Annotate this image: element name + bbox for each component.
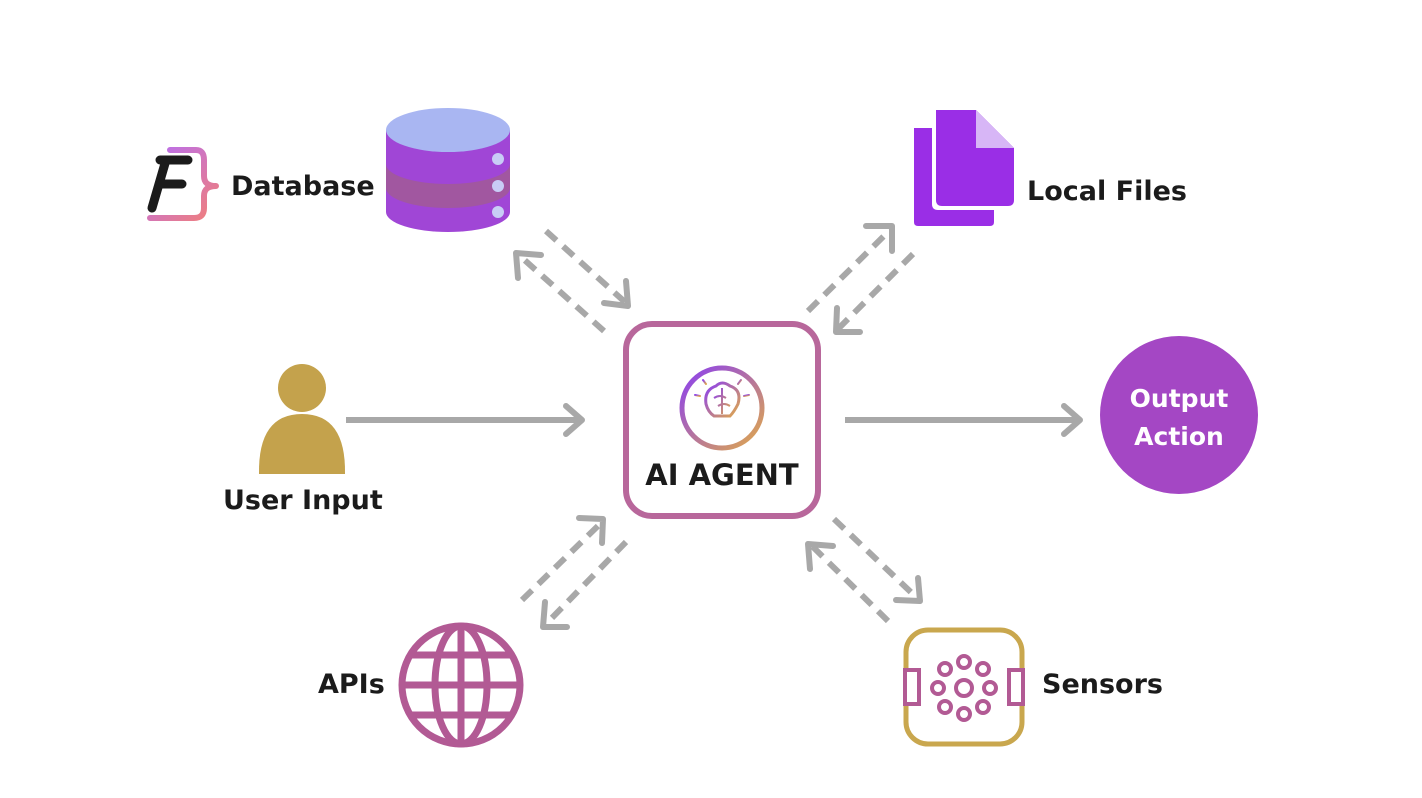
arrow-agent-to-sensors [831,516,923,604]
user-icon [258,364,346,474]
arrow-files-to-agent [833,251,916,335]
arrow-apis-to-agent [519,515,606,603]
sensor-icon [903,627,1025,747]
output-line-2: Action [1134,422,1224,451]
output-action-circle [1100,336,1258,494]
user-input-label: User Input [223,485,383,516]
arrow-agent-to-apis [540,539,629,630]
database-label: Database [231,171,375,202]
arrow-sensors-to-agent [805,541,891,624]
arrow-agent-to-files [805,223,895,314]
arrow-agent-to-output [845,403,1083,437]
local-files-label: Local Files [1027,176,1187,207]
files-icon [914,110,1016,226]
database-icon [386,108,510,232]
output-line-1: Output [1129,384,1229,413]
sensors-label: Sensors [1042,669,1163,700]
arrow-database-to-agent [543,228,631,309]
arrow-agent-to-database [513,250,606,334]
brain-bulb-icon [679,365,765,451]
output-action-label: Output Action [1100,380,1258,456]
globe-icon [398,622,524,748]
apis-label: APIs [318,669,385,700]
brand-logo-icon [147,147,219,221]
arrow-user-to-agent [346,403,585,437]
ai-agent-title: AI AGENT [645,458,799,492]
